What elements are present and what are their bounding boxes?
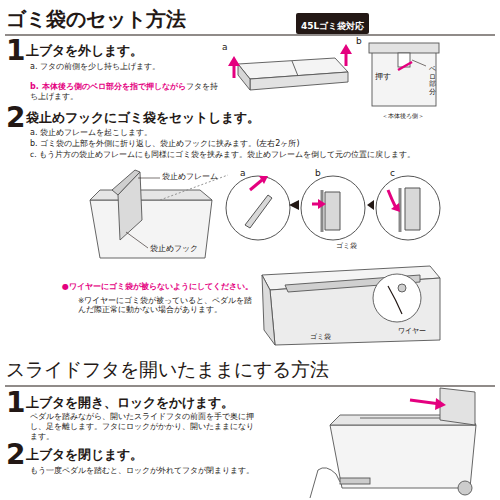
part-label: 押す: [375, 72, 391, 81]
step-text: ペダルを踏みながら、開いたスライドフタの前面を手で奥に押し、足を離します。フタに…: [30, 412, 258, 442]
can-frame-drawing: [90, 170, 228, 258]
badge-box: 45Lゴミ袋対応: [296, 13, 369, 34]
callout-letter: c: [390, 168, 395, 179]
step-text: もう一度ペダルを踏むと、ロックが外れてフタが閉まります。: [30, 466, 300, 476]
badge-text: 45Lゴミ袋対応: [301, 21, 364, 31]
lid-drawing: [228, 44, 352, 90]
warning-note: ●ワイヤーにゴミ袋が被らないようにしてください。: [62, 282, 262, 292]
wire-drawing: [262, 266, 440, 345]
view-note: ＜本体後ろ側＞: [382, 112, 424, 120]
step-number: 2: [6, 441, 25, 469]
can-open-drawing: [310, 388, 476, 498]
part-label: ゴミ袋: [310, 333, 331, 342]
step-heading: 上ブタを閉じます。: [26, 447, 143, 463]
callout-letter: b: [356, 36, 362, 47]
part-label: ベロ部分: [429, 66, 436, 97]
step-text: b. 本体後ろ側のベロ部分を指で押しながらフタを持ち上げます。: [30, 82, 220, 103]
step-number: 1: [6, 389, 25, 417]
step-text: a. フタの前側を少し持ち上げます。: [30, 62, 225, 72]
part-label: ワイヤー: [398, 327, 426, 336]
callout-letter: a: [240, 168, 246, 179]
part-label: 袋止めフック: [150, 244, 198, 253]
detail-circles: [226, 176, 440, 240]
step-number: 2: [6, 104, 25, 132]
part-label: ゴミ袋: [336, 242, 357, 251]
step-text: b. ゴミ袋の上部を外側に折り返し、袋止めフックに挟みます。(左右2ヶ所): [30, 139, 480, 149]
part-label: 袋止めフレーム: [162, 172, 218, 181]
step-text: c. もう片方の袋止めフレームにも同様にゴミ袋を挟みます。袋止めフレームを倒して…: [30, 150, 495, 159]
callout-letter: a: [222, 42, 228, 53]
step-heading: 上ブタを開き、ロックをかけます。: [26, 395, 234, 411]
step-text: a. 袋止めフレームを起こします。: [30, 128, 470, 138]
step-heading: 上ブタを外します。: [26, 43, 143, 59]
can-back-drawing: [369, 43, 439, 106]
step-text: b. 本体後ろ側のベロ部分を指で押しながら: [30, 82, 186, 91]
section-heading: スライドフタを開いたままにする方法: [6, 358, 329, 382]
note-text: ※ワイヤーにゴミ袋が被っていると、ペダルを踏んだ際正常に動かない場合があります。: [78, 296, 258, 315]
rules: [5, 35, 495, 386]
page-title: ゴミ袋のセット方法: [6, 7, 186, 32]
callout-letter: b: [315, 168, 321, 179]
step-heading: 袋止めフックにゴミ袋をセットします。: [26, 110, 260, 126]
step-number: 1: [6, 37, 25, 65]
